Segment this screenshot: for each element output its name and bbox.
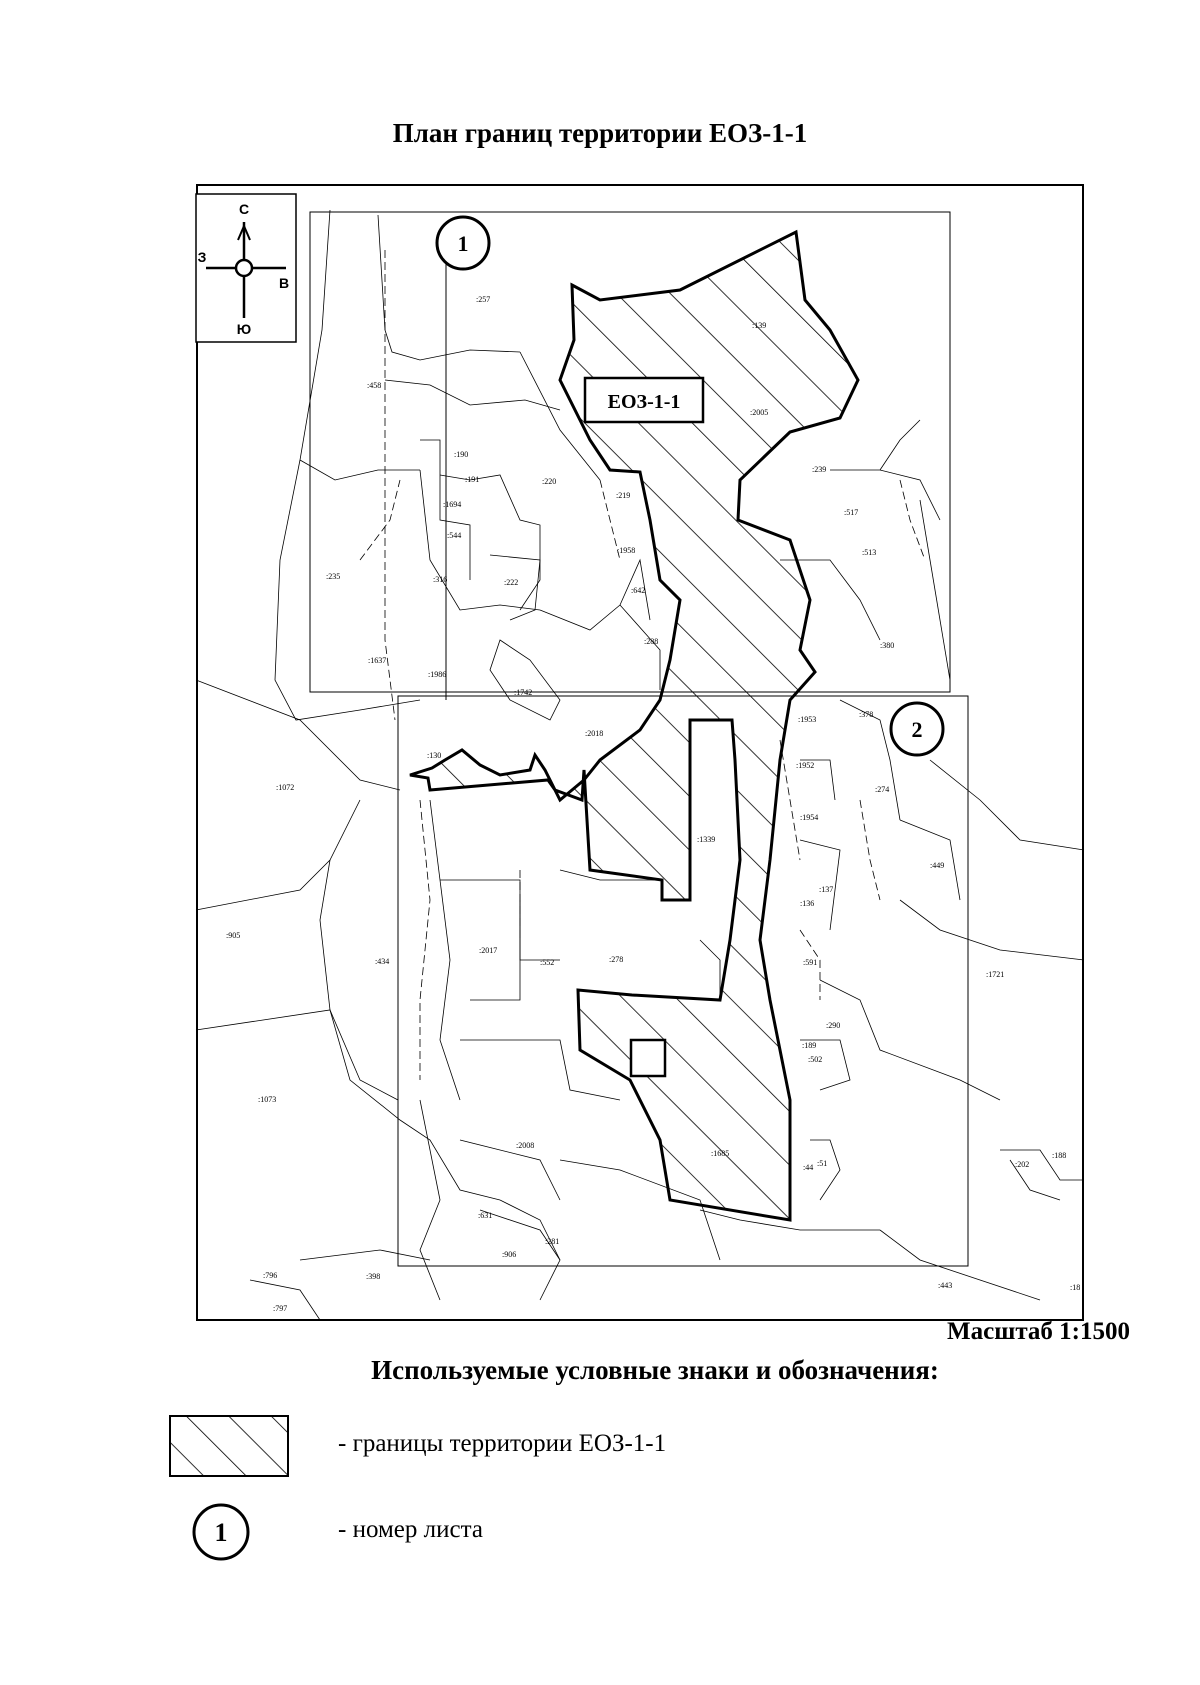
parcel-label: :1958: [617, 546, 635, 555]
parcel-label: :544: [447, 531, 461, 540]
parcel-boundaries: [195, 209, 1085, 1321]
parcel-label: :2008: [516, 1141, 534, 1150]
parcel-label: :1954: [800, 813, 818, 822]
compass-east: В: [279, 275, 289, 291]
parcel-label: :18: [1070, 1283, 1080, 1292]
parcel-label: :2017: [479, 946, 497, 955]
parcel-dashed-boundaries: [359, 250, 926, 1080]
sheet-2-number: 2: [912, 717, 923, 742]
parcel-label: :380: [880, 641, 894, 650]
map-scale: Масштаб 1:1500: [947, 1318, 1130, 1345]
parcel-label: :443: [938, 1281, 952, 1290]
parcel-label: :1072: [276, 783, 294, 792]
legend-heading: Используемые условные знаки и обозначени…: [371, 1355, 939, 1385]
compass-north: С: [239, 201, 249, 217]
parcel-label: :2005: [750, 408, 768, 417]
parcel-label: :202: [1015, 1160, 1029, 1169]
sheet-1-marker: 1: [435, 215, 491, 271]
parcel-label: :513: [862, 548, 876, 557]
legend-sheet-symbol: 1: [192, 1503, 250, 1561]
parcel-label: :591: [803, 958, 817, 967]
parcel-label: :552: [540, 958, 554, 967]
parcel-label: :136: [800, 899, 814, 908]
parcel-label: :219: [616, 491, 630, 500]
parcel-label: :1073: [258, 1095, 276, 1104]
parcel-label: :1637: [368, 656, 386, 665]
parcel-label: :257: [476, 295, 490, 304]
sheet-1-number: 1: [458, 231, 469, 256]
parcel-label: :51: [817, 1159, 827, 1168]
sheet-1-frame: [309, 211, 951, 693]
parcel-label: :220: [542, 477, 556, 486]
parcel-label: :1986: [428, 670, 446, 679]
parcel-label: :137: [819, 885, 833, 894]
parcel-label: :434: [375, 957, 389, 966]
parcel-label: :1339: [697, 835, 715, 844]
parcel-label: :458: [367, 381, 381, 390]
compass-south: Ю: [237, 321, 251, 337]
parcel-label: :797: [273, 1304, 287, 1313]
parcel-label: :235: [326, 572, 340, 581]
parcel-labels: :257 :139 :458 :2005 :190 :191 :220 :239…: [226, 295, 1080, 1313]
parcel-label: :1742: [514, 688, 532, 697]
parcel-label: :239: [812, 465, 826, 474]
parcel-label: :1721: [986, 970, 1004, 979]
zone-inner-square: [629, 1038, 667, 1078]
parcel-label: :398: [366, 1272, 380, 1281]
legend-hatch-symbol: [169, 1415, 289, 1477]
parcel-label: :1952: [796, 761, 814, 770]
parcel-label: :906: [502, 1250, 516, 1259]
parcel-label: :1953: [798, 715, 816, 724]
zone-label-box: [583, 376, 705, 424]
parcel-label: :44: [803, 1163, 813, 1172]
parcel-label: :290: [826, 1021, 840, 1030]
legend-sheet-text: - номер листа: [338, 1516, 483, 1543]
parcel-label: :274: [875, 785, 889, 794]
compass-west: З: [198, 249, 207, 265]
map-frame: [196, 184, 1084, 1321]
parcel-label: :905: [226, 931, 240, 940]
parcel-label: :281: [545, 1237, 559, 1246]
parcel-label: :189: [802, 1041, 816, 1050]
parcel-label: :517: [844, 508, 858, 517]
sheet-2-marker: 2: [889, 701, 945, 757]
zone-label: ЕОЗ-1-1: [608, 391, 681, 413]
parcel-label: :378: [859, 710, 873, 719]
parcel-label: :1694: [443, 500, 461, 509]
parcel-label: :278: [609, 955, 623, 964]
parcel-label: :449: [930, 861, 944, 870]
parcel-label: :191: [465, 475, 479, 484]
parcel-label: :1685: [711, 1149, 729, 1158]
parcel-label: :642: [631, 586, 645, 595]
parcel-label: :502: [808, 1055, 822, 1064]
legend-zone-text: - границы территории ЕОЗ-1-1: [338, 1430, 667, 1457]
compass-rose: С Ю З В: [195, 193, 297, 343]
parcel-label: :222: [504, 578, 518, 587]
parcel-label: :130: [427, 751, 441, 760]
parcel-label: :631: [478, 1211, 492, 1220]
legend-sheet-number: 1: [215, 1518, 228, 1547]
parcel-label: :288: [644, 637, 658, 646]
parcel-label: :190: [454, 450, 468, 459]
map-title: План границ территории ЕОЗ-1-1: [392, 118, 808, 148]
parcel-label: :188: [1052, 1151, 1066, 1160]
parcel-label: :796: [263, 1271, 277, 1280]
parcel-label: :2018: [585, 729, 603, 738]
parcel-label: :316: [433, 575, 447, 584]
zone-eoz-1-1: [409, 229, 860, 1222]
parcel-label: :139: [752, 321, 766, 330]
